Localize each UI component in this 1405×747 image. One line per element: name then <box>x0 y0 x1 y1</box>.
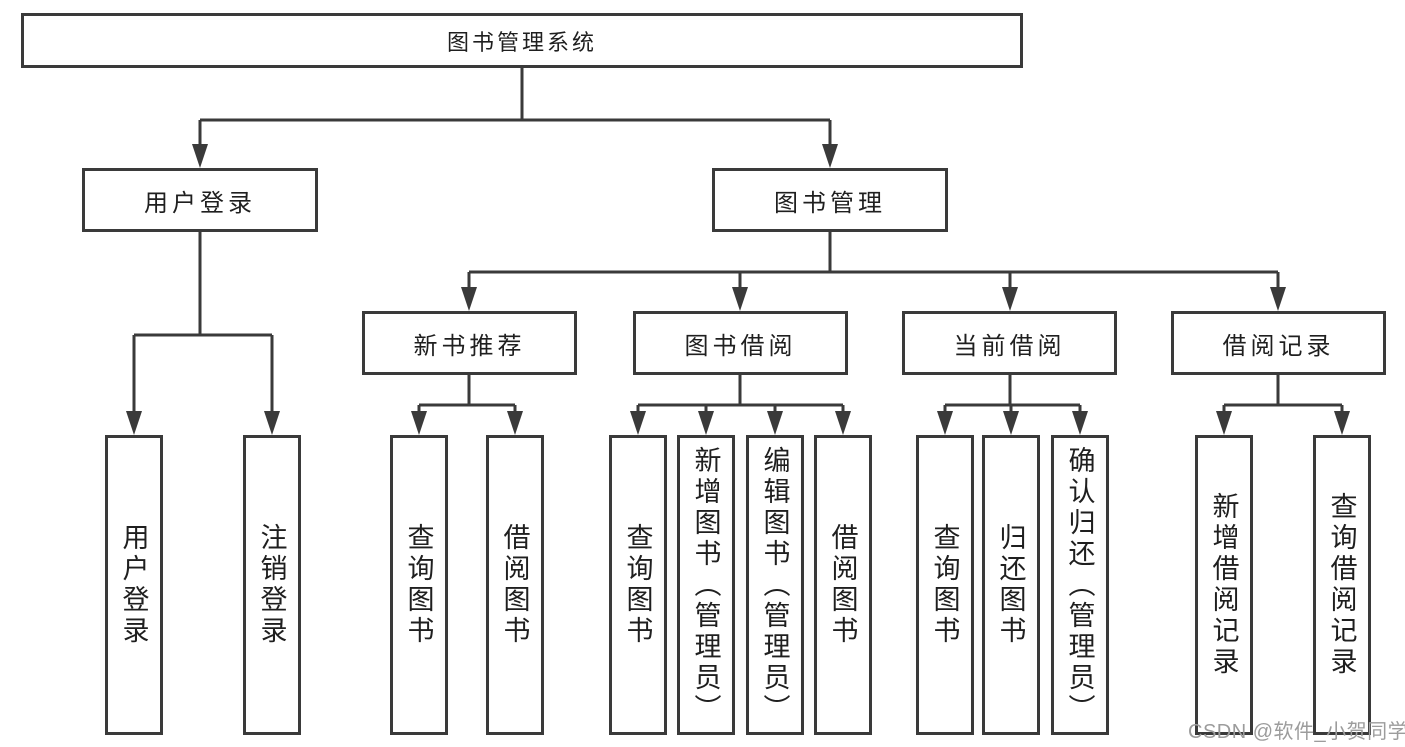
leaf-query-books-current: 查询图书 <box>916 435 974 735</box>
node-borrowing-records: 借阅记录 <box>1171 311 1386 375</box>
node-library-system: 图书管理系统 <box>21 13 1023 68</box>
watermark: CSDN @软件_小贺同学 <box>1188 721 1405 743</box>
leaf-query-books-borrowing: 查询图书 <box>609 435 667 735</box>
leaf-borrow-books-borrowing: 借阅图书 <box>814 435 872 735</box>
leaf-query-borrow-record: 查询借阅记录 <box>1313 435 1371 735</box>
leaf-borrow-books-recommend: 借阅图书 <box>486 435 544 735</box>
leaf-logout: 注销登录 <box>243 435 301 735</box>
leaf-confirm-return-admin: 确认归还（管理员） <box>1051 435 1109 735</box>
node-user-login: 用户登录 <box>82 168 318 232</box>
leaf-return-books: 归还图书 <box>982 435 1040 735</box>
leaf-user-login: 用户登录 <box>105 435 163 735</box>
node-book-borrowing: 图书借阅 <box>633 311 848 375</box>
node-new-book-recommend: 新书推荐 <box>362 311 577 375</box>
node-book-management: 图书管理 <box>712 168 948 232</box>
leaf-add-book-admin: 新增图书（管理员） <box>677 435 735 735</box>
node-current-borrowing: 当前借阅 <box>902 311 1117 375</box>
leaf-add-borrow-record: 新增借阅记录 <box>1195 435 1253 735</box>
leaf-edit-book-admin: 编辑图书（管理员） <box>746 435 804 735</box>
leaf-query-books-recommend: 查询图书 <box>390 435 448 735</box>
